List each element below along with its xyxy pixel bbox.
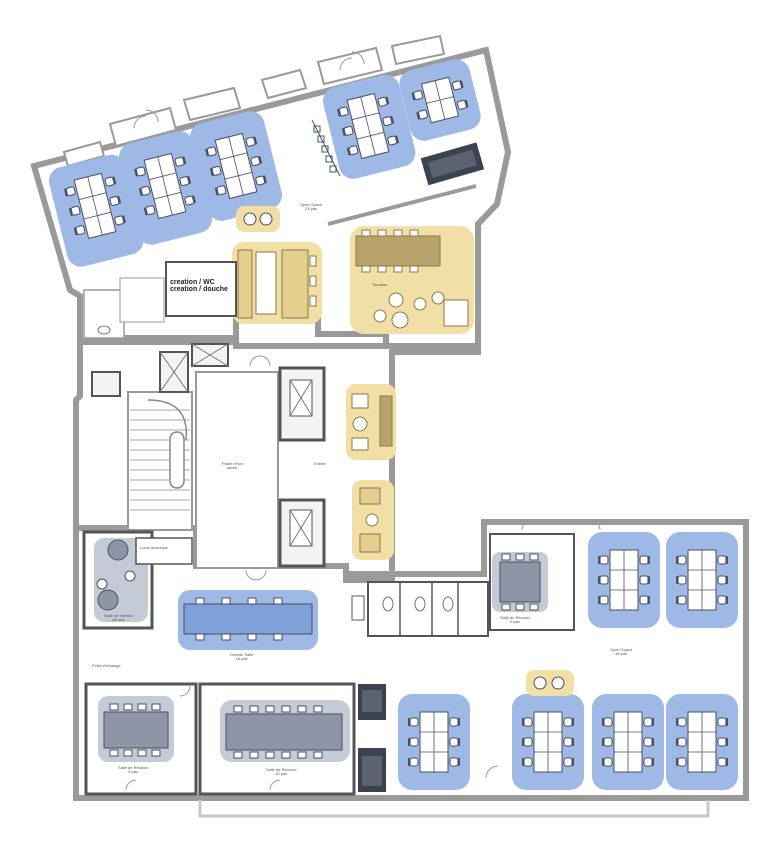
label-open-space-east: Open Space 48 pax: [610, 647, 633, 657]
room-name: Grande Salle: [230, 652, 254, 657]
room-name: Terrasse: [372, 282, 388, 287]
desk-zone-ne-2: [399, 59, 481, 141]
label-meeting-south: Salle de Réunion 12 pax: [266, 767, 297, 777]
room-capacity: 6 pax: [510, 619, 521, 625]
room-name: Local technique: [140, 545, 169, 550]
desk-zone-nw-2: [119, 131, 212, 245]
showers-line2: creation / douche: [170, 286, 228, 294]
dining-table: [178, 590, 318, 650]
room-name: Open Space: [610, 647, 633, 652]
room-sub: ascen.: [226, 465, 239, 471]
label-open-space-north: Open Space 24 pax: [300, 202, 323, 212]
staircase: [127, 391, 193, 531]
label-entry: Entrée: [314, 461, 326, 466]
south-door-swings: [125, 519, 601, 791]
meeting-room-south: [198, 682, 356, 796]
showers-line1: creation / WC: [170, 279, 215, 286]
showers-block: [83, 261, 237, 339]
room-name: Entrée: [314, 461, 326, 466]
room-capacity: 48 pax: [615, 651, 628, 657]
diagonal-partition: [327, 184, 477, 226]
meeting-room-east: [489, 533, 575, 631]
label-passage: Point d'échange: [92, 663, 121, 668]
label-lounge-north: Terrasse: [372, 282, 388, 287]
core-lounge: [346, 384, 396, 560]
meeting-room-sw: [84, 682, 198, 796]
room-name: Salle de Réunion: [500, 615, 531, 620]
label-showers: creation / WC creation / douche: [170, 279, 228, 294]
label-hall: Palier d'hon ascen.: [222, 461, 243, 471]
room-capacity: 24 pax: [305, 206, 318, 212]
room-capacity: 12 pax: [275, 771, 288, 777]
north-lounge-spot: [236, 206, 280, 232]
lounge-booths: [232, 242, 322, 324]
room-name: Point d'échange: [92, 663, 121, 668]
label-focus-west: Salle de réunion 4/6 pax: [104, 613, 133, 623]
lift-shafts: [91, 343, 229, 397]
label-meeting-sw: Salle de Réunion 8 pax: [118, 765, 149, 775]
room-name: Salle de Réunion: [266, 767, 297, 772]
room-capacity: 4/6 pax: [111, 617, 126, 623]
hall: [195, 355, 326, 581]
room-name: Salle de Réunion: [118, 765, 149, 770]
phone-booths: [358, 684, 386, 792]
label-meeting-east: Salle de Réunion 6 pax: [500, 615, 531, 625]
east-open-space: [398, 532, 738, 790]
desk-zone-ne-1: [322, 74, 416, 179]
room-capacity: 16 pax: [235, 656, 248, 662]
desk-zone-nw-3: [190, 111, 282, 221]
dark-counter: [420, 142, 485, 186]
terrace-rail: [198, 800, 710, 818]
room-name: Palier d'hon: [222, 461, 243, 466]
room-name: Salle de réunion: [104, 613, 133, 618]
north-door-swings: [133, 51, 365, 129]
desk-zone-nw-1: [49, 154, 144, 267]
north-facade-windows: [62, 34, 446, 168]
room-name: Open Space: [300, 202, 323, 207]
label-tech: Local technique: [140, 545, 169, 550]
label-dining: Grande Salle 16 pax: [230, 652, 254, 662]
lounge-terrace: [350, 226, 474, 334]
stools-row: [311, 119, 341, 177]
north-open-space: [49, 59, 485, 267]
wc-block: [351, 581, 489, 637]
tech-room: [135, 537, 193, 565]
room-capacity: 8 pax: [128, 769, 139, 775]
